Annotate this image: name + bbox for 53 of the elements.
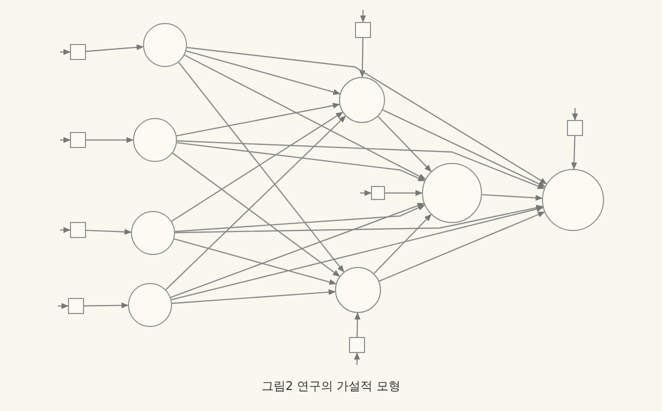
path-arrow <box>571 136 578 170</box>
path-arrow <box>354 312 360 338</box>
error-arrow <box>60 49 70 55</box>
path-arrow <box>174 238 336 285</box>
observed-variable-box <box>349 337 365 353</box>
error-arrow <box>572 108 578 120</box>
path-arrow <box>84 302 128 308</box>
error-arrow <box>60 137 70 143</box>
error-arrow <box>60 227 70 233</box>
error-arrow <box>360 10 366 22</box>
observed-variable-box <box>68 298 84 314</box>
error-arrow <box>360 190 372 196</box>
path-arrow <box>176 102 340 136</box>
error-arrow <box>58 303 68 309</box>
latent-variable-circle <box>335 267 381 313</box>
path-arrow <box>186 46 547 184</box>
path-arrow <box>374 214 432 274</box>
path-arrow <box>176 140 545 190</box>
path-arrow <box>86 137 134 143</box>
latent-variable-circle <box>422 163 482 223</box>
figure-caption: 그림2 연구의 가설적 모형 <box>261 378 401 395</box>
path-arrow <box>86 228 132 235</box>
path-arrow <box>359 38 366 78</box>
latent-variable-circle <box>339 77 385 123</box>
observed-variable-box <box>70 222 86 238</box>
path-arrow <box>171 206 544 300</box>
path-arrow <box>172 289 336 304</box>
path-arrow <box>178 62 344 272</box>
observed-variable-box <box>70 132 86 148</box>
path-arrow <box>174 204 544 234</box>
path-arrow <box>482 194 543 201</box>
latent-variable-circle <box>131 211 175 255</box>
path-arrow <box>382 109 546 188</box>
path-arrow <box>172 152 340 277</box>
observed-variable-box <box>371 186 385 200</box>
path-arrow <box>170 202 424 298</box>
latent-variable-circle <box>128 283 172 327</box>
error-arrow <box>354 352 360 365</box>
path-arrow <box>174 204 426 232</box>
observed-variable-box <box>355 22 371 38</box>
path-arrow <box>171 112 344 222</box>
path-arrow <box>186 50 340 95</box>
latent-variable-circle <box>133 118 177 162</box>
latent-variable-circle <box>143 23 187 67</box>
path-arrow <box>176 142 426 182</box>
path-arrow <box>378 116 432 172</box>
observed-variable-box <box>567 120 583 136</box>
path-arrow <box>385 190 422 196</box>
path-arrow <box>165 116 346 290</box>
path-arrow <box>184 54 426 180</box>
observed-variable-box <box>70 44 86 60</box>
path-arrow <box>378 211 545 282</box>
path-arrow <box>86 44 144 52</box>
